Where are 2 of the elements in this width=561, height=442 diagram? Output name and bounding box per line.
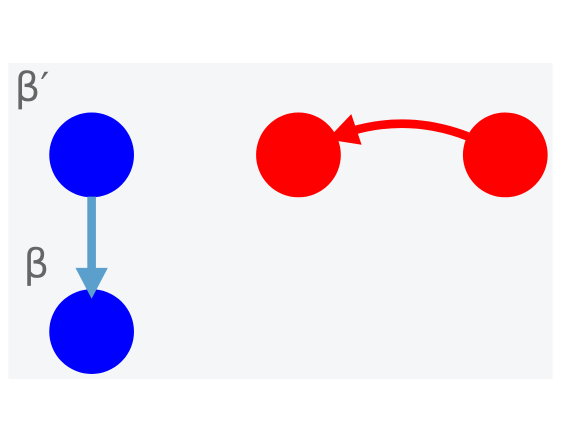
node-label: β′ — [14, 64, 50, 111]
node-label: β — [23, 242, 50, 288]
